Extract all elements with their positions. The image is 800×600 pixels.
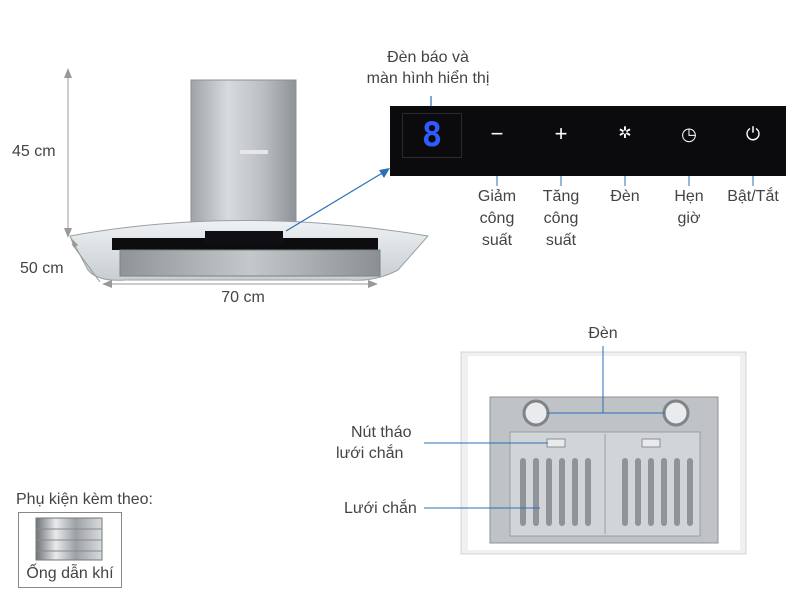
minus-label-line3: suất (481, 232, 513, 249)
power-label: Bật/Tắt (727, 188, 779, 205)
minus-label-line1: Giảm (477, 188, 517, 205)
filter-slot (559, 458, 565, 526)
filter-slots (520, 458, 693, 526)
control-panel (390, 106, 786, 176)
filter-slot (674, 458, 680, 526)
filter-slot (687, 458, 693, 526)
accessory-heading: Phụ kiện kèm theo: (16, 491, 153, 508)
filter-slot (585, 458, 591, 526)
timer-icon[interactable]: ◷ (681, 124, 697, 144)
bottom-view-leaders (424, 346, 665, 509)
width-dimension-label: 70 cm (221, 289, 265, 306)
display-callout-line1: Đèn báo và (387, 49, 469, 66)
timer-label-line2: giờ (677, 210, 701, 227)
depth-dimension-label: 50 cm (20, 260, 64, 277)
filter-slot (546, 458, 552, 526)
accessory-item-label: Ống dẫn khí (26, 565, 114, 582)
filter-release-label-line1: Nút tháo (351, 424, 412, 441)
filter-slot (661, 458, 667, 526)
timer-label-line1: Hẹn (674, 188, 704, 205)
plus-label-line3: suất (545, 232, 577, 249)
height-dimension-label: 45 cm (12, 143, 56, 160)
minus-icon[interactable]: − (490, 121, 504, 146)
display-callout-line2: màn hình hiển thị (366, 70, 490, 87)
filter-slot (533, 458, 539, 526)
plus-label-line2: công (543, 210, 579, 227)
plus-label-line1: Tăng (542, 188, 580, 205)
light-label: Đèn (610, 188, 640, 205)
filter-slot (520, 458, 526, 526)
filter-slot (635, 458, 641, 526)
plus-icon[interactable]: + (554, 121, 568, 146)
filter-label: Lưới chắn (344, 500, 417, 517)
range-hood-image (69, 79, 429, 281)
minus-label-line2: công (479, 210, 515, 227)
dimension-lines (64, 68, 378, 288)
filter-slot (622, 458, 628, 526)
seven-segment-display: 8 (402, 113, 462, 158)
filter-release-label-line2: lưới chắn (336, 445, 404, 462)
power-icon[interactable]: ⏻ (745, 124, 761, 144)
light-icon[interactable]: ✲ (618, 125, 632, 142)
filter-slot (572, 458, 578, 526)
filter-slot (648, 458, 654, 526)
bottom-light-label: Đèn (588, 325, 618, 342)
